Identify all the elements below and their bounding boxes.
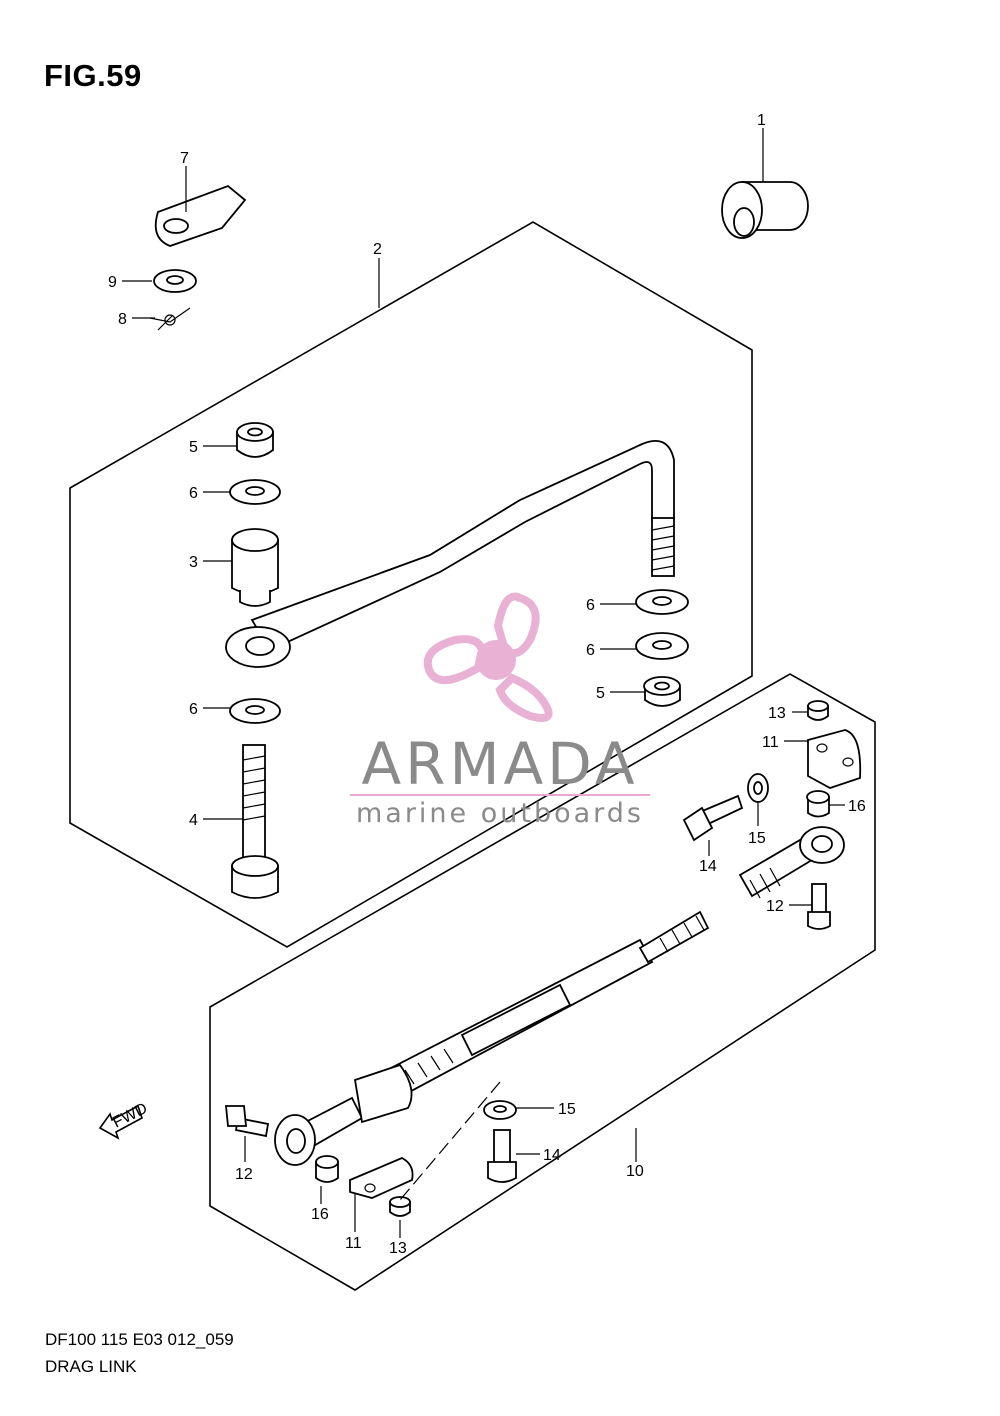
collar-part-16-upper [806,790,830,818]
leader-lines [122,128,845,1238]
washer-part-15-lower [483,1100,517,1120]
watermark-brand: ARMADA [361,730,639,798]
callout-13-upper: 13 [768,705,786,722]
callout-5-right: 5 [596,685,605,702]
nut-part-13-upper [807,700,829,721]
callout-11-lower: 11 [345,1235,362,1252]
fwd-arrow-icon [98,1104,143,1140]
collar-part-16-lower [315,1155,339,1183]
washer-part-15-upper [747,773,769,803]
bushing-part [231,528,279,607]
figure-code: DF100 115 E03 012_059 [45,1330,234,1349]
grommet-part [721,181,809,239]
callout-8: 8 [118,311,127,328]
callout-6-upper: 6 [189,485,198,502]
rod-end-upper-right [738,826,845,899]
callout-3: 3 [189,554,198,571]
drag-link-rod [225,440,675,668]
callout-1: 1 [757,112,766,129]
cotter-pin-part [149,307,191,331]
washer-part-6-right-b [635,632,689,660]
callout-15-lower: 15 [558,1101,576,1118]
figure-name: DRAG LINK [45,1357,137,1376]
callout-5-upper: 5 [189,439,198,456]
bracket-part-11-upper [807,729,862,789]
callout-10: 10 [626,1163,644,1180]
bolt-part-14-upper [682,794,744,842]
callout-labels: 1 2 7 9 8 5 6 3 6 6 6 5 4 13 11 16 15 14… [108,112,866,1257]
washer-part-9 [153,269,197,293]
fwd-label: FWD [110,1100,150,1132]
callout-9: 9 [108,274,117,291]
callout-16-lower: 16 [311,1206,329,1223]
armada-propeller-logo [423,592,553,722]
callout-15-upper: 15 [748,830,766,847]
adjuster-rod [356,910,710,1114]
callout-7: 7 [180,150,189,167]
bolt-part-12-lower [225,1105,270,1138]
kit-boundary-lower [209,673,876,1291]
callout-14-upper: 14 [699,858,717,875]
callout-11-upper: 11 [762,734,779,751]
nut-part-13-lower [389,1196,411,1217]
watermark-tagline: marine outboards [355,798,644,829]
bolt-part-12-upper [807,883,831,930]
bolt-part-4 [231,744,279,899]
lock-nut-part-5-right [643,676,681,707]
callout-2: 2 [373,241,382,258]
callout-13-lower: 13 [389,1240,407,1257]
rod-end-lower-left [274,1063,413,1166]
clevis-part [154,184,247,247]
washer-part-6-upper [229,479,281,505]
callout-6-lower: 6 [189,701,198,718]
figure-title: FIG.59 [44,58,142,93]
washer-part-6-right-a [635,589,689,615]
bracket-part-11-lower [349,1157,414,1199]
callout-16-upper: 16 [848,798,866,815]
bolt-part-14-lower [487,1129,517,1183]
lock-nut-part-5-upper [236,422,274,458]
callout-6-right-a: 6 [586,597,595,614]
watermark-divider [350,794,650,796]
alignment-line [399,1081,501,1201]
callout-4: 4 [189,812,198,829]
callout-12-lower: 12 [235,1166,253,1183]
callout-12-upper: 12 [766,898,784,915]
callout-14-lower: 14 [543,1147,561,1164]
kit-boundary-upper [69,221,753,948]
callout-6-right-b: 6 [586,642,595,659]
washer-part-6-lower [229,698,281,724]
